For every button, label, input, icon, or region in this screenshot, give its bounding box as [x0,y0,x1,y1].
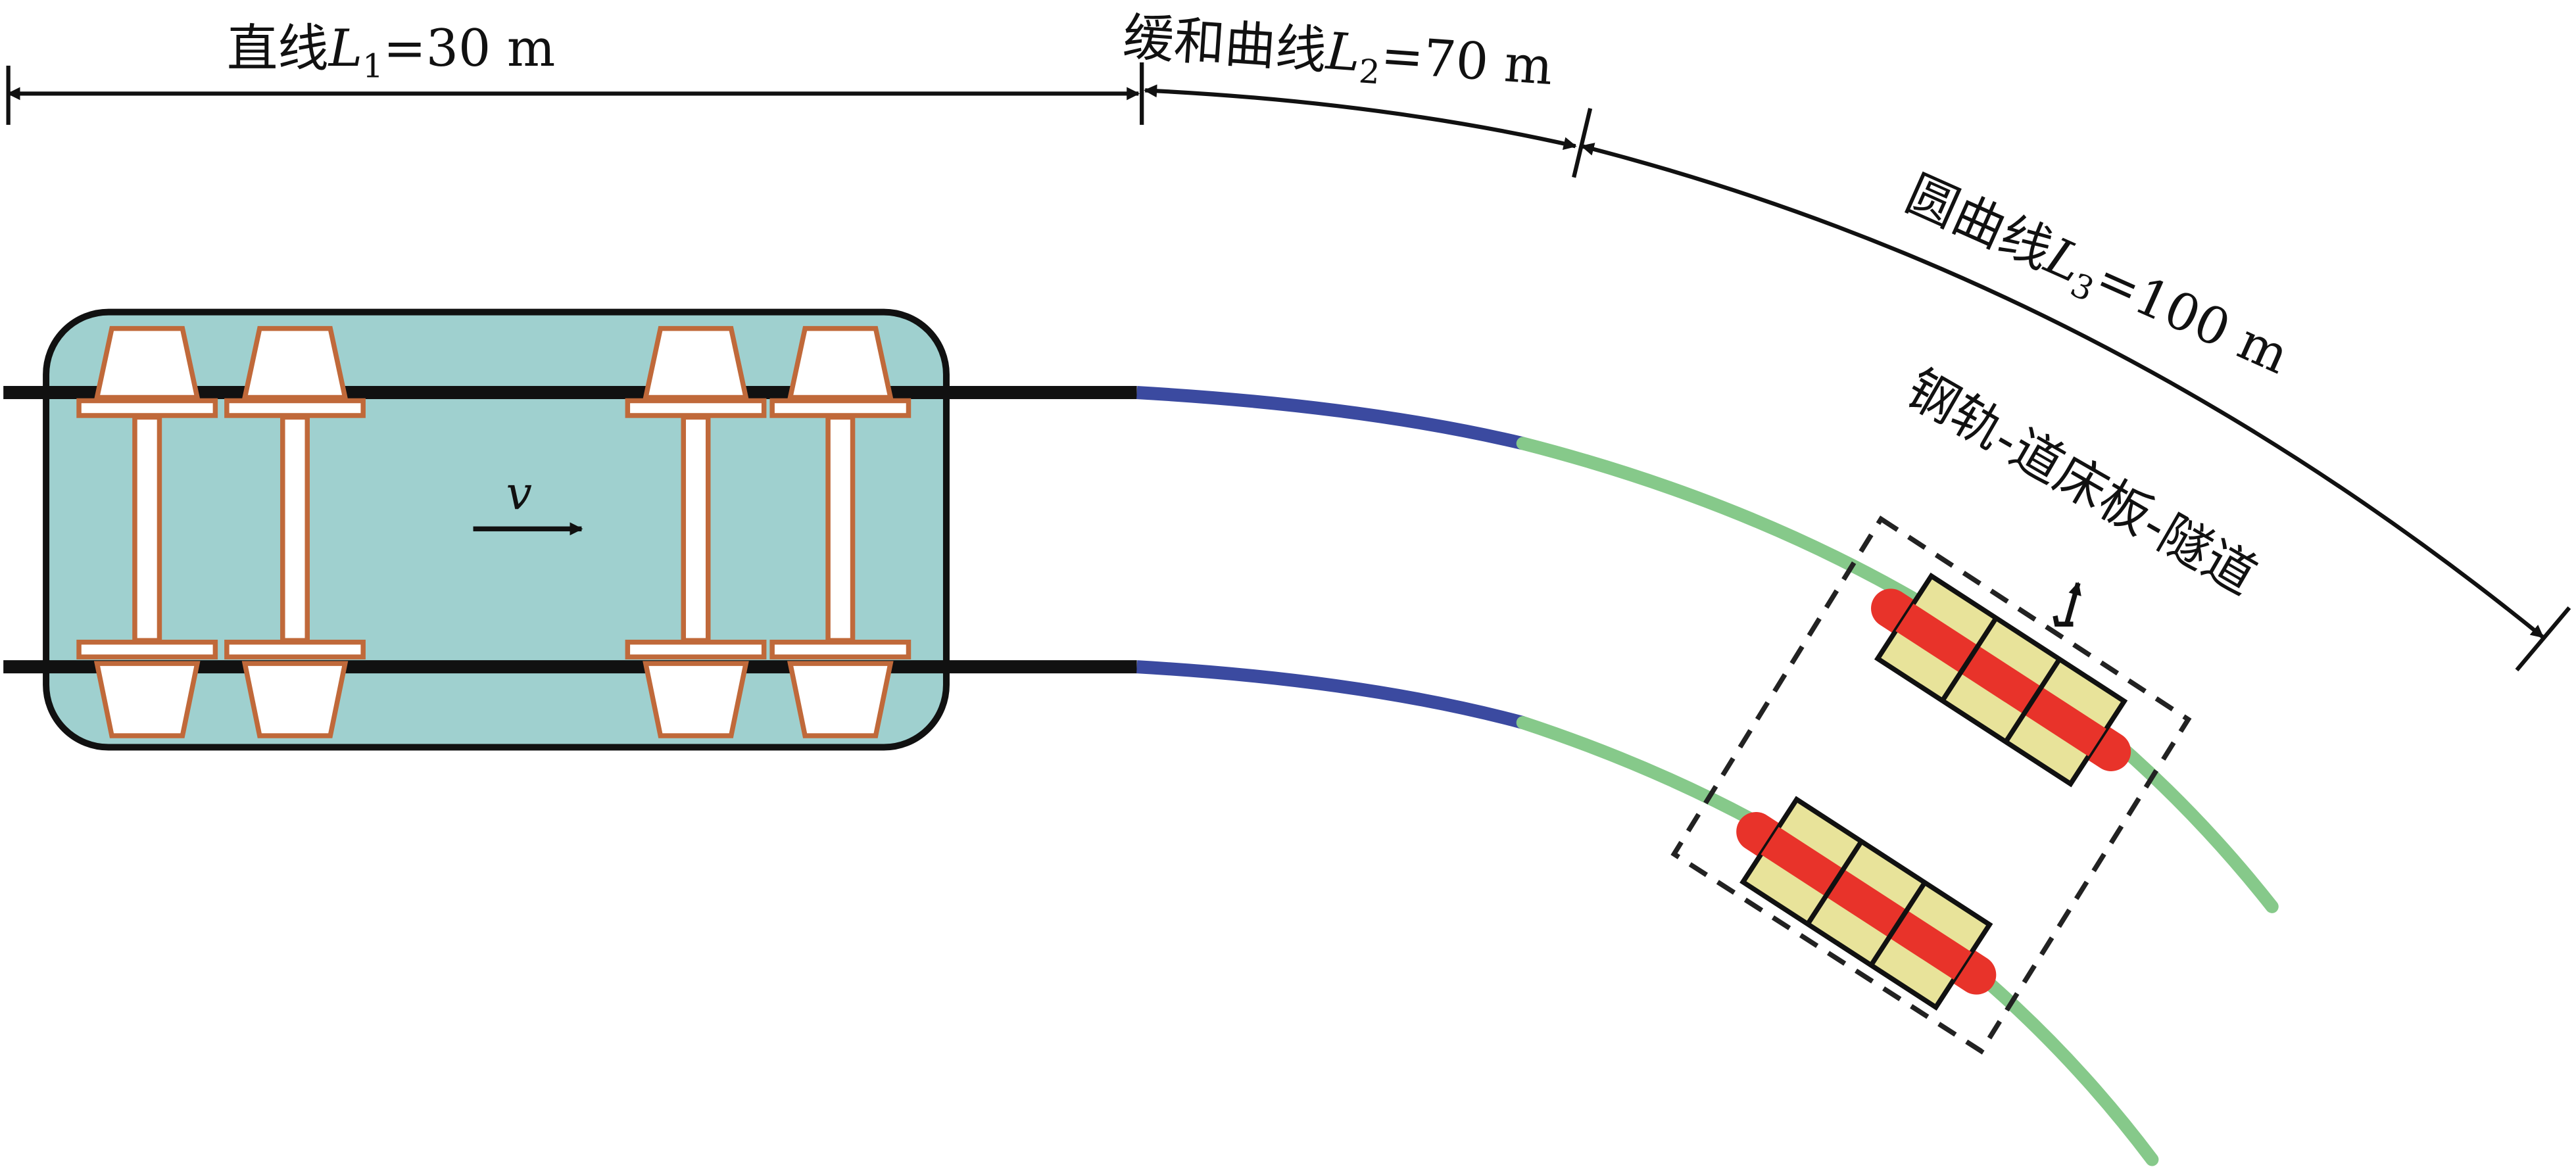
label-l3: 圆曲线L3=100 m [1895,164,2298,392]
wheelset-3 [625,325,767,738]
wheel-flange-top [769,398,911,418]
dim-l2-tick-end [1572,108,1593,178]
label-section: 钢轨-道床板-隧道 [1896,359,2266,607]
wheel-top-icon [241,325,349,400]
wheel-flange-bottom [625,639,767,659]
slab-divider [1805,840,1864,926]
label-l1-var: L [328,19,362,78]
wheel-flange-top [224,398,366,418]
label-l3-suffix: =100 m [2087,249,2297,386]
wheelset-1 [76,325,218,738]
wheel-top-icon [787,325,894,400]
dim-l3-tick-end [2515,606,2571,672]
wheel-flange-bottom [769,639,911,659]
wheel-flange-bottom [224,639,366,659]
label-l3-prefix: 圆曲线 [1897,164,2061,281]
section-box [1670,515,2192,1055]
wheel-bottom-icon [93,661,201,738]
dim-l3-arc [1580,143,2544,639]
axle [280,414,310,643]
wheel-top-icon [93,325,201,400]
wheelset-4 [769,325,911,738]
wheelset-2 [224,325,366,738]
slab-rail [1761,826,1972,980]
axle [132,414,162,643]
section-dashed-outline [1670,515,2192,1055]
wheel-flange-top [625,398,767,418]
axle [825,414,856,643]
label-l2-var: L [1323,22,1363,84]
slab-divider [1940,616,1999,702]
label-l1: 直线L1=30 m [227,19,555,85]
slab-upper [1871,572,2131,788]
wheel-flange-top [76,398,218,418]
label-l1-suffix: =30 m [383,19,555,78]
rail-transition-top [1136,386,1525,450]
slab-divider [2003,657,2062,744]
velocity-label: v [506,467,533,520]
wheel-flange-bottom [76,639,218,659]
wheel-bottom-icon [241,661,349,738]
label-l2-suffix: =70 m [1379,26,1555,97]
slab-rail [1895,603,2106,757]
wheel-bottom-icon [643,661,749,738]
wheel-bottom-icon [787,661,894,738]
dim-l2-arc [1144,84,1577,151]
label-l1-sub: 1 [362,47,383,85]
section-pointer-stem [2064,581,2081,625]
label-l2-sub: 2 [1357,52,1381,91]
slab-lower [1736,796,1997,1011]
dimension-lines [6,62,2571,672]
wheel-top-icon [643,325,749,400]
axle [681,414,711,643]
slab-divider [1868,881,1927,967]
rail-transition-bottom [1136,660,1525,729]
label-l2: 缓和曲线L2=70 m [1121,8,1555,104]
label-l2-prefix: 缓和曲线 [1121,8,1328,81]
label-l1-prefix: 直线 [227,19,329,78]
